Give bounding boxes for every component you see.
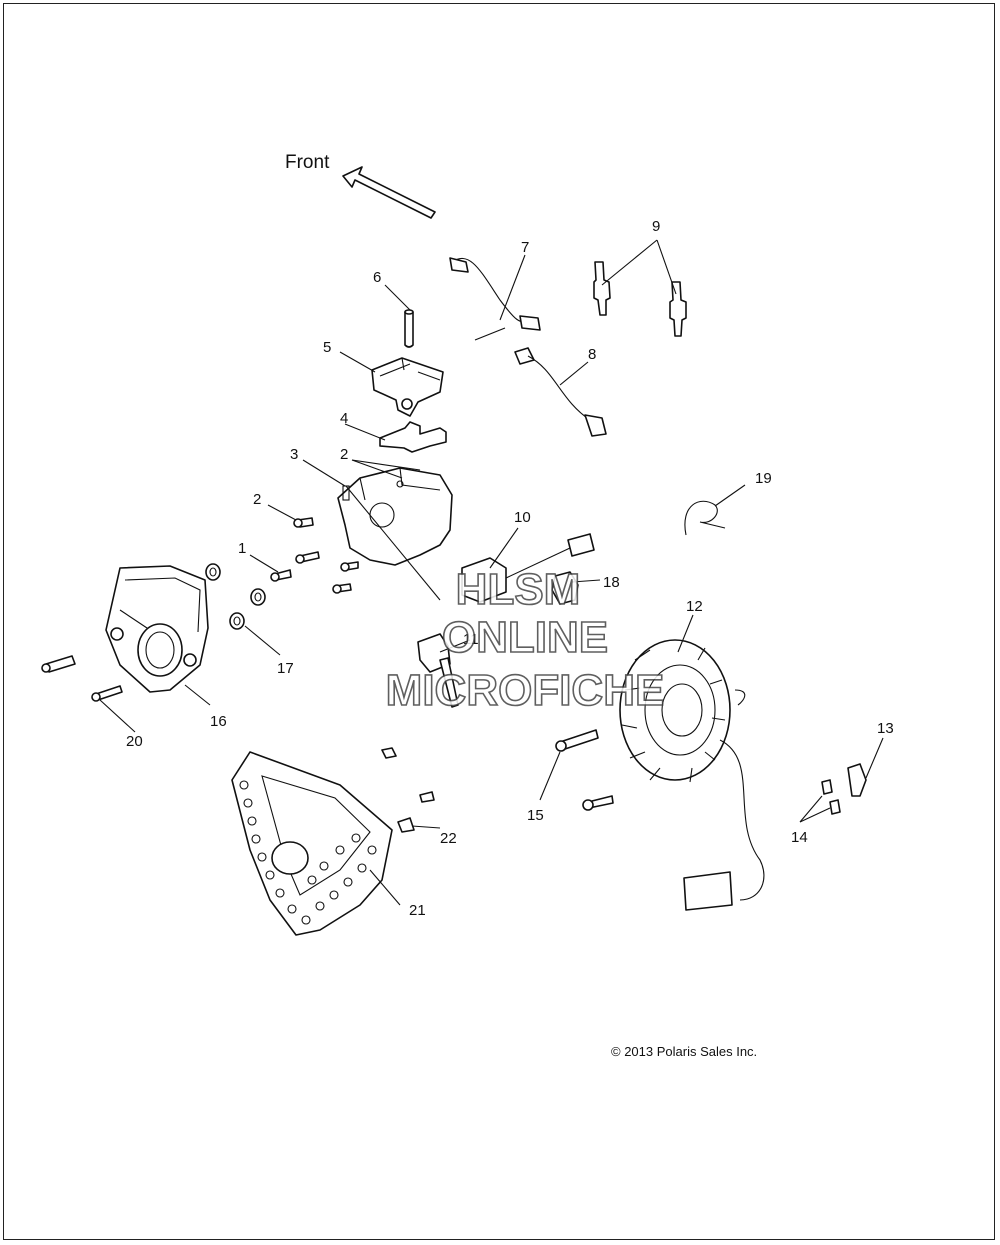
- callout-21: 21: [409, 902, 426, 919]
- part-18-clip: [551, 571, 579, 605]
- callout-1: 1: [238, 540, 246, 557]
- part-7-plug-wire: [449, 257, 541, 341]
- callout-8: 8: [588, 346, 596, 363]
- watermark: HLSM ONLINE MICROFICHE: [385, 564, 665, 716]
- callout-16: 16: [210, 713, 227, 730]
- part-10-switch: [461, 533, 595, 603]
- copyright-notice: © 2013 Polaris Sales Inc.: [611, 1044, 757, 1059]
- part-15-bolts: [555, 729, 614, 811]
- part-20-bolts: [41, 655, 123, 702]
- callout-12: 12: [686, 598, 703, 615]
- part-1-screws: [270, 551, 359, 594]
- callout-13: 13: [877, 720, 894, 737]
- part-2-screw: [293, 517, 314, 528]
- callout-14: 14: [791, 829, 808, 846]
- part-5-coil: [371, 357, 444, 417]
- part-16-cover: [105, 565, 209, 693]
- callout-11: 11: [463, 631, 479, 648]
- callout-18: 18: [603, 574, 620, 591]
- callout-20: 20: [126, 733, 143, 750]
- part-11-key: [417, 633, 459, 708]
- leader-lines: [99, 239, 884, 906]
- callout-4: 4: [340, 410, 348, 427]
- part-12-stator: [619, 639, 765, 911]
- callout-17: 17: [277, 660, 294, 677]
- part-21-shroud: [231, 751, 393, 936]
- callout-15: 15: [527, 807, 544, 824]
- part-13-sensor: [847, 763, 867, 797]
- front-label: Front: [285, 152, 330, 173]
- callout-3: 3: [290, 446, 298, 463]
- callout-10: 10: [514, 509, 531, 526]
- part-9-spark-plugs: [593, 261, 687, 337]
- callouts: 1 2 2 3 4 5 6 7 8 9 10 11 12 13 14 15 16…: [126, 218, 894, 919]
- part-17-grommets: [205, 563, 266, 630]
- callout-2: 2: [253, 491, 261, 508]
- callout-6: 6: [373, 269, 381, 286]
- callout-5: 5: [323, 339, 331, 356]
- callout-7: 7: [521, 239, 529, 256]
- part-19-clip: [684, 500, 726, 536]
- watermark-line-1: HLSM: [456, 565, 581, 614]
- part-8-plug-wire: [514, 347, 607, 437]
- diagram-border: [3, 3, 995, 1240]
- part-6-pin: [404, 309, 414, 348]
- part-4-bracket: [379, 421, 447, 453]
- part-14-screws: [821, 779, 841, 815]
- callout-9: 9: [652, 218, 660, 235]
- part-3-mount-plate: [337, 467, 453, 566]
- callout-22: 22: [440, 830, 457, 847]
- callout-2: 2: [340, 446, 348, 463]
- watermark-line-2: ONLINE: [442, 613, 608, 662]
- callout-19: 19: [755, 470, 772, 487]
- watermark-line-3: MICROFICHE: [386, 666, 665, 715]
- front-arrow: [342, 166, 436, 219]
- part-22-clips: [381, 747, 435, 833]
